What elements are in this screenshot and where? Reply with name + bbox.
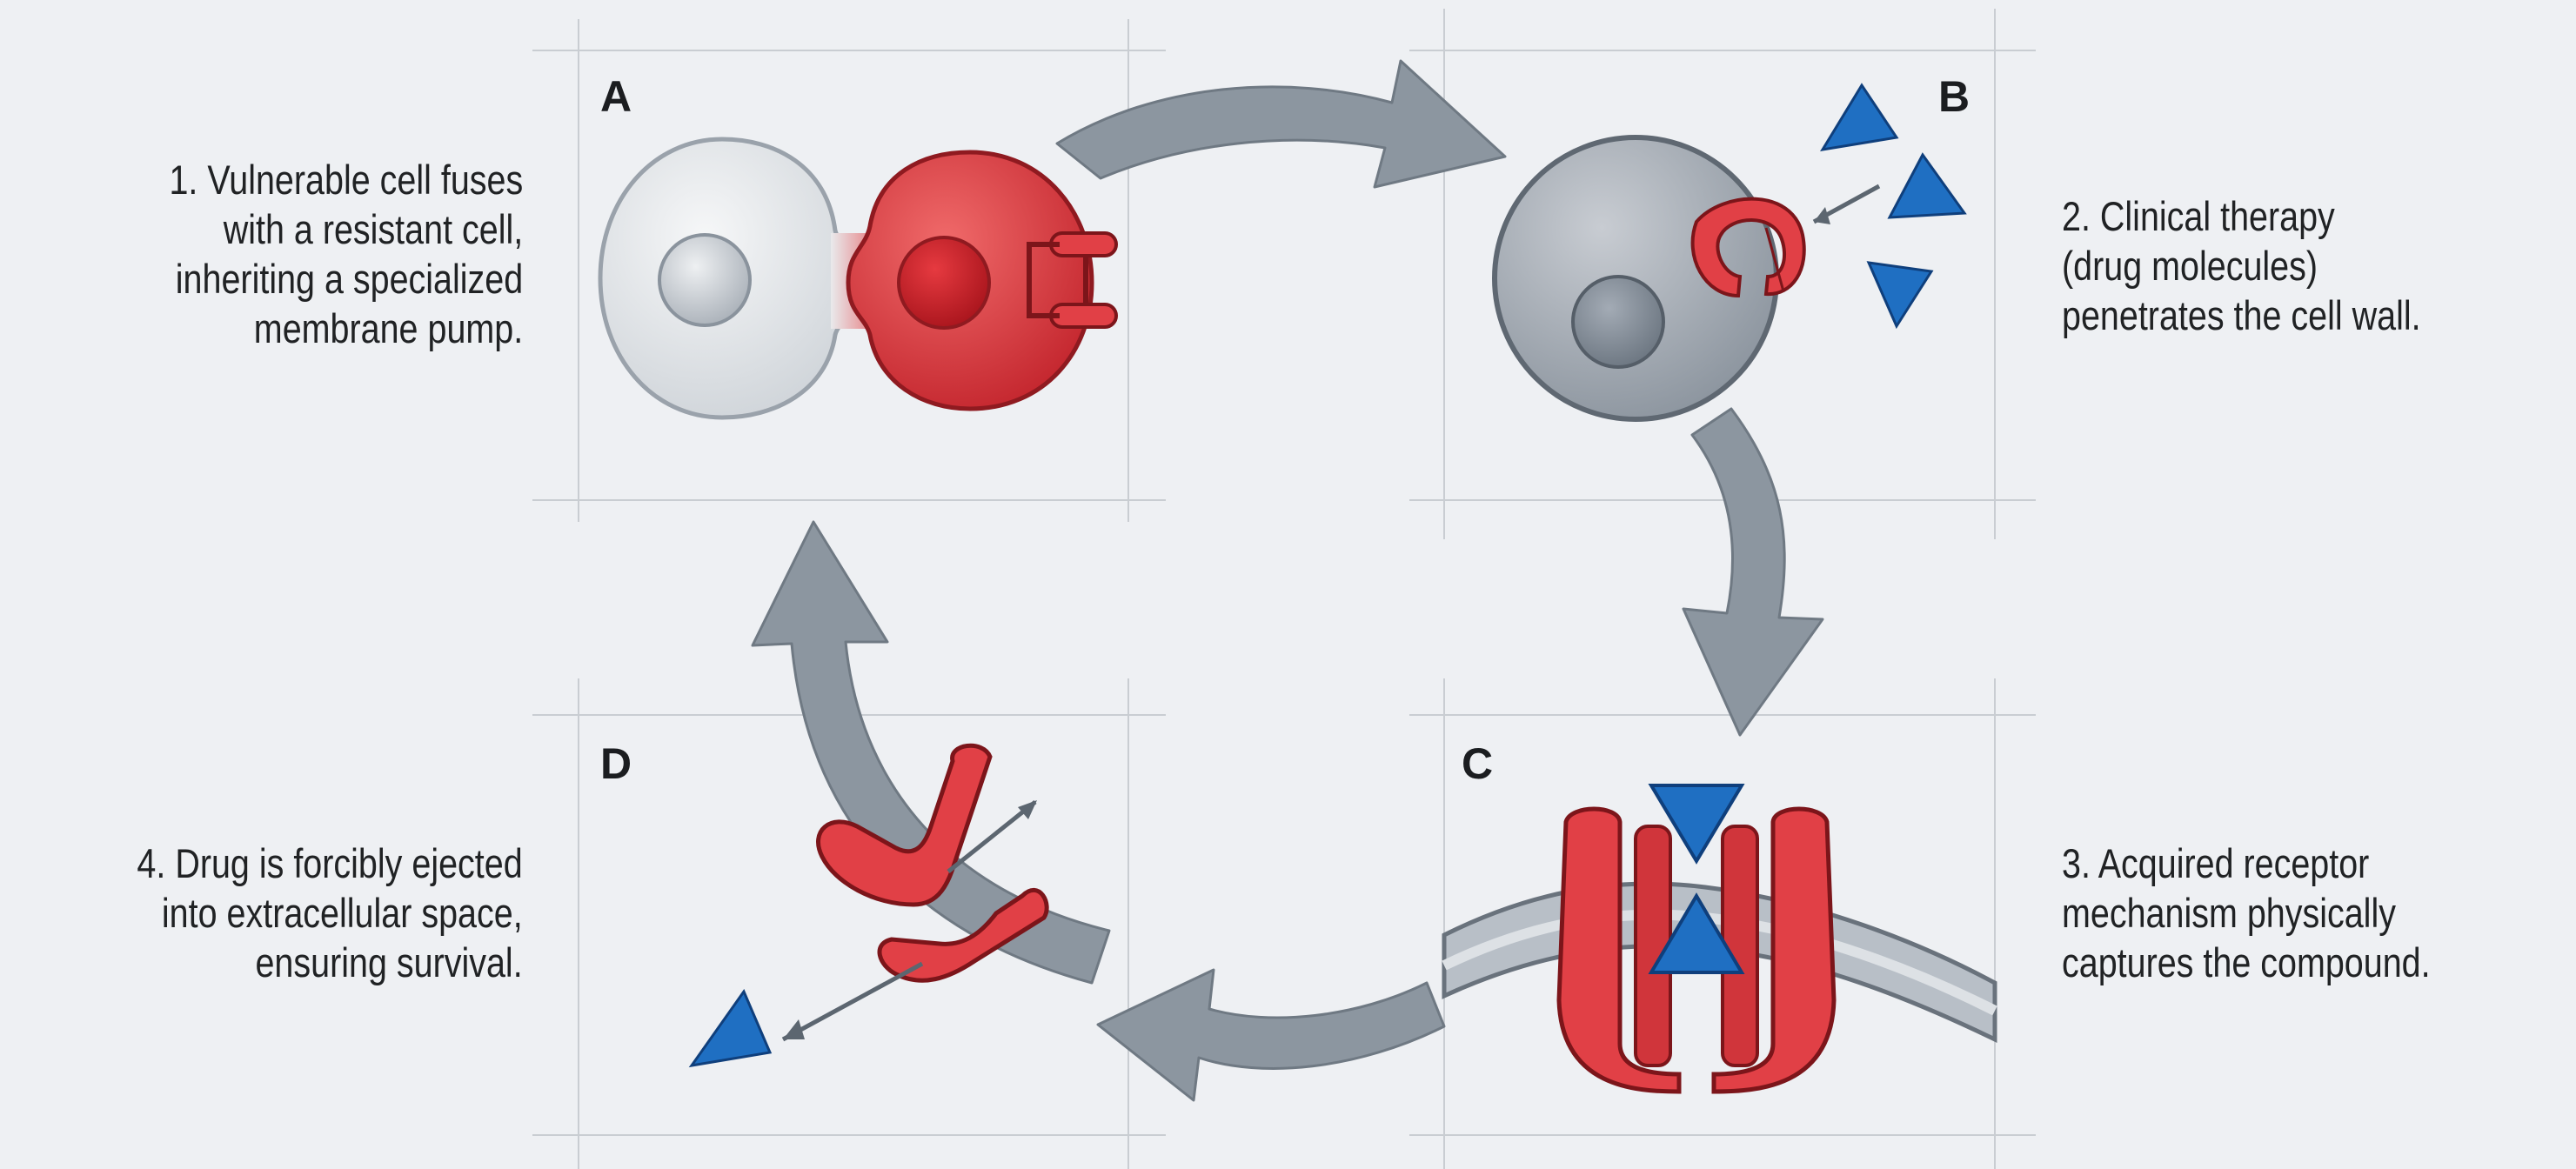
caption-line: 2. Clinical therapy: [2062, 191, 2421, 241]
arrow-b-to-c: [1683, 409, 1823, 735]
caption-line: (drug molecules): [2062, 241, 2421, 291]
caption-line: into extracellular space,: [137, 888, 523, 938]
caption-step-1: 1. Vulnerable cell fuses with a resistan…: [169, 155, 523, 353]
panel-label-b: B: [1938, 72, 1970, 121]
nucleus-b: [1573, 277, 1663, 367]
caption-line: ensuring survival.: [137, 938, 523, 987]
ejection-arrow-out: [783, 964, 922, 1039]
caption-line: 4. Drug is forcibly ejected: [137, 838, 523, 888]
panel-b-drug-entry: [1495, 85, 1964, 419]
caption-line: captures the compound.: [2062, 938, 2431, 987]
caption-line: inheriting a specialized: [169, 254, 523, 304]
drug-molecule: [1869, 263, 1931, 326]
caption-line: mechanism physically: [2062, 888, 2431, 938]
drug-molecule: [1823, 85, 1897, 150]
arrow-a-to-b: [1057, 61, 1505, 187]
vulnerable-nucleus: [659, 235, 750, 325]
caption-line: penetrates the cell wall.: [2062, 291, 2421, 340]
caption-line: 3. Acquired receptor: [2062, 838, 2431, 888]
arrow-c-to-d: [1098, 970, 1444, 1100]
panel-c-capture: [1444, 785, 1995, 1092]
panel-a-cell-fusion: [600, 139, 1116, 418]
caption-line: 1. Vulnerable cell fuses: [169, 155, 523, 204]
caption-step-4: 4. Drug is forcibly ejected into extrace…: [137, 838, 523, 987]
ejected-drug: [692, 992, 770, 1065]
caption-step-2: 2. Clinical therapy (drug molecules) pen…: [2062, 191, 2421, 340]
panel-label-d: D: [600, 739, 632, 788]
caption-line: with a resistant cell,: [169, 204, 523, 254]
drug-molecule: [1890, 155, 1964, 217]
panel-label-a: A: [600, 72, 632, 121]
panel-label-c: C: [1462, 739, 1493, 788]
resistant-nucleus: [899, 237, 989, 328]
caption-step-3: 3. Acquired receptor mechanism physicall…: [2062, 838, 2431, 987]
arrow-d-to-a: [753, 522, 1109, 983]
caption-line: membrane pump.: [169, 304, 523, 353]
